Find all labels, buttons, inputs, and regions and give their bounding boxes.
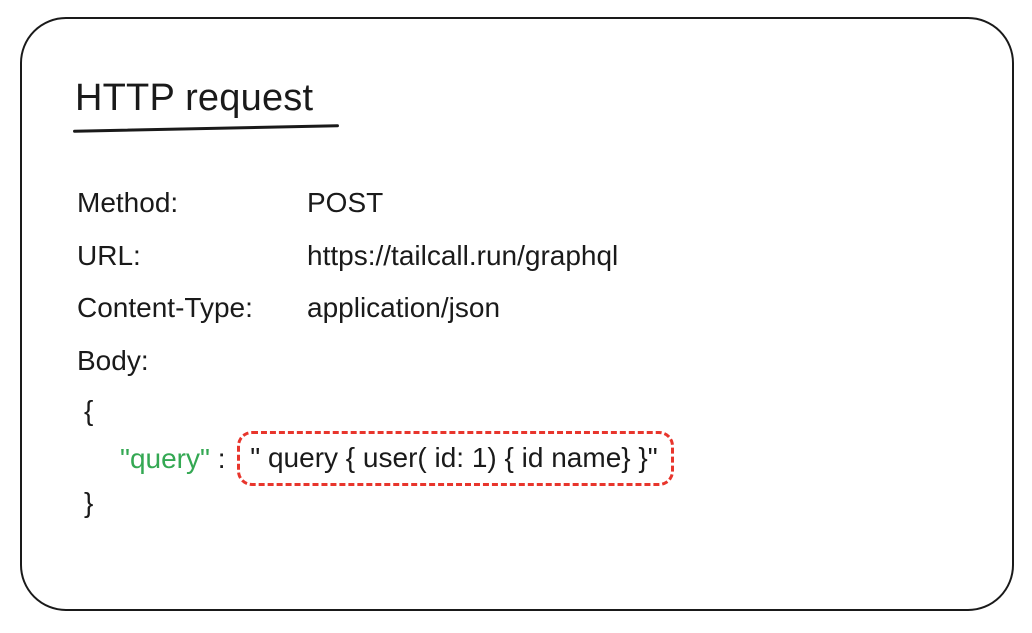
request-fields: Method: POST URL: https://tailcall.run/g… [77, 187, 957, 397]
json-close-brace: } [84, 487, 94, 518]
http-request-card: HTTP request Method: POST URL: https://t… [20, 17, 1014, 611]
field-row-content-type: Content-Type: application/json [77, 292, 957, 345]
json-colon: : [209, 442, 234, 474]
field-label: URL: [77, 239, 141, 271]
card-title: HTTP request [75, 77, 314, 119]
field-label: Method: [77, 187, 179, 218]
json-open-brace: { [84, 395, 94, 426]
field-row-method: Method: POST [77, 187, 957, 240]
field-value: POST [307, 187, 384, 218]
field-label: Content-Type: [77, 292, 253, 323]
json-query-line: "query" : " query { user( id: 1) { id na… [120, 431, 674, 486]
json-key-query: "query" [120, 442, 210, 474]
field-row-body: Body: [77, 345, 957, 398]
query-value-highlight-box: " query { user( id: 1) { id name} }" [237, 431, 674, 486]
field-value: application/json [307, 292, 501, 323]
field-row-url: URL: https://tailcall.run/graphql [77, 240, 957, 293]
field-value: https://tailcall.run/graphql [307, 239, 619, 271]
field-label: Body: [77, 344, 149, 376]
title-underline [72, 124, 340, 133]
